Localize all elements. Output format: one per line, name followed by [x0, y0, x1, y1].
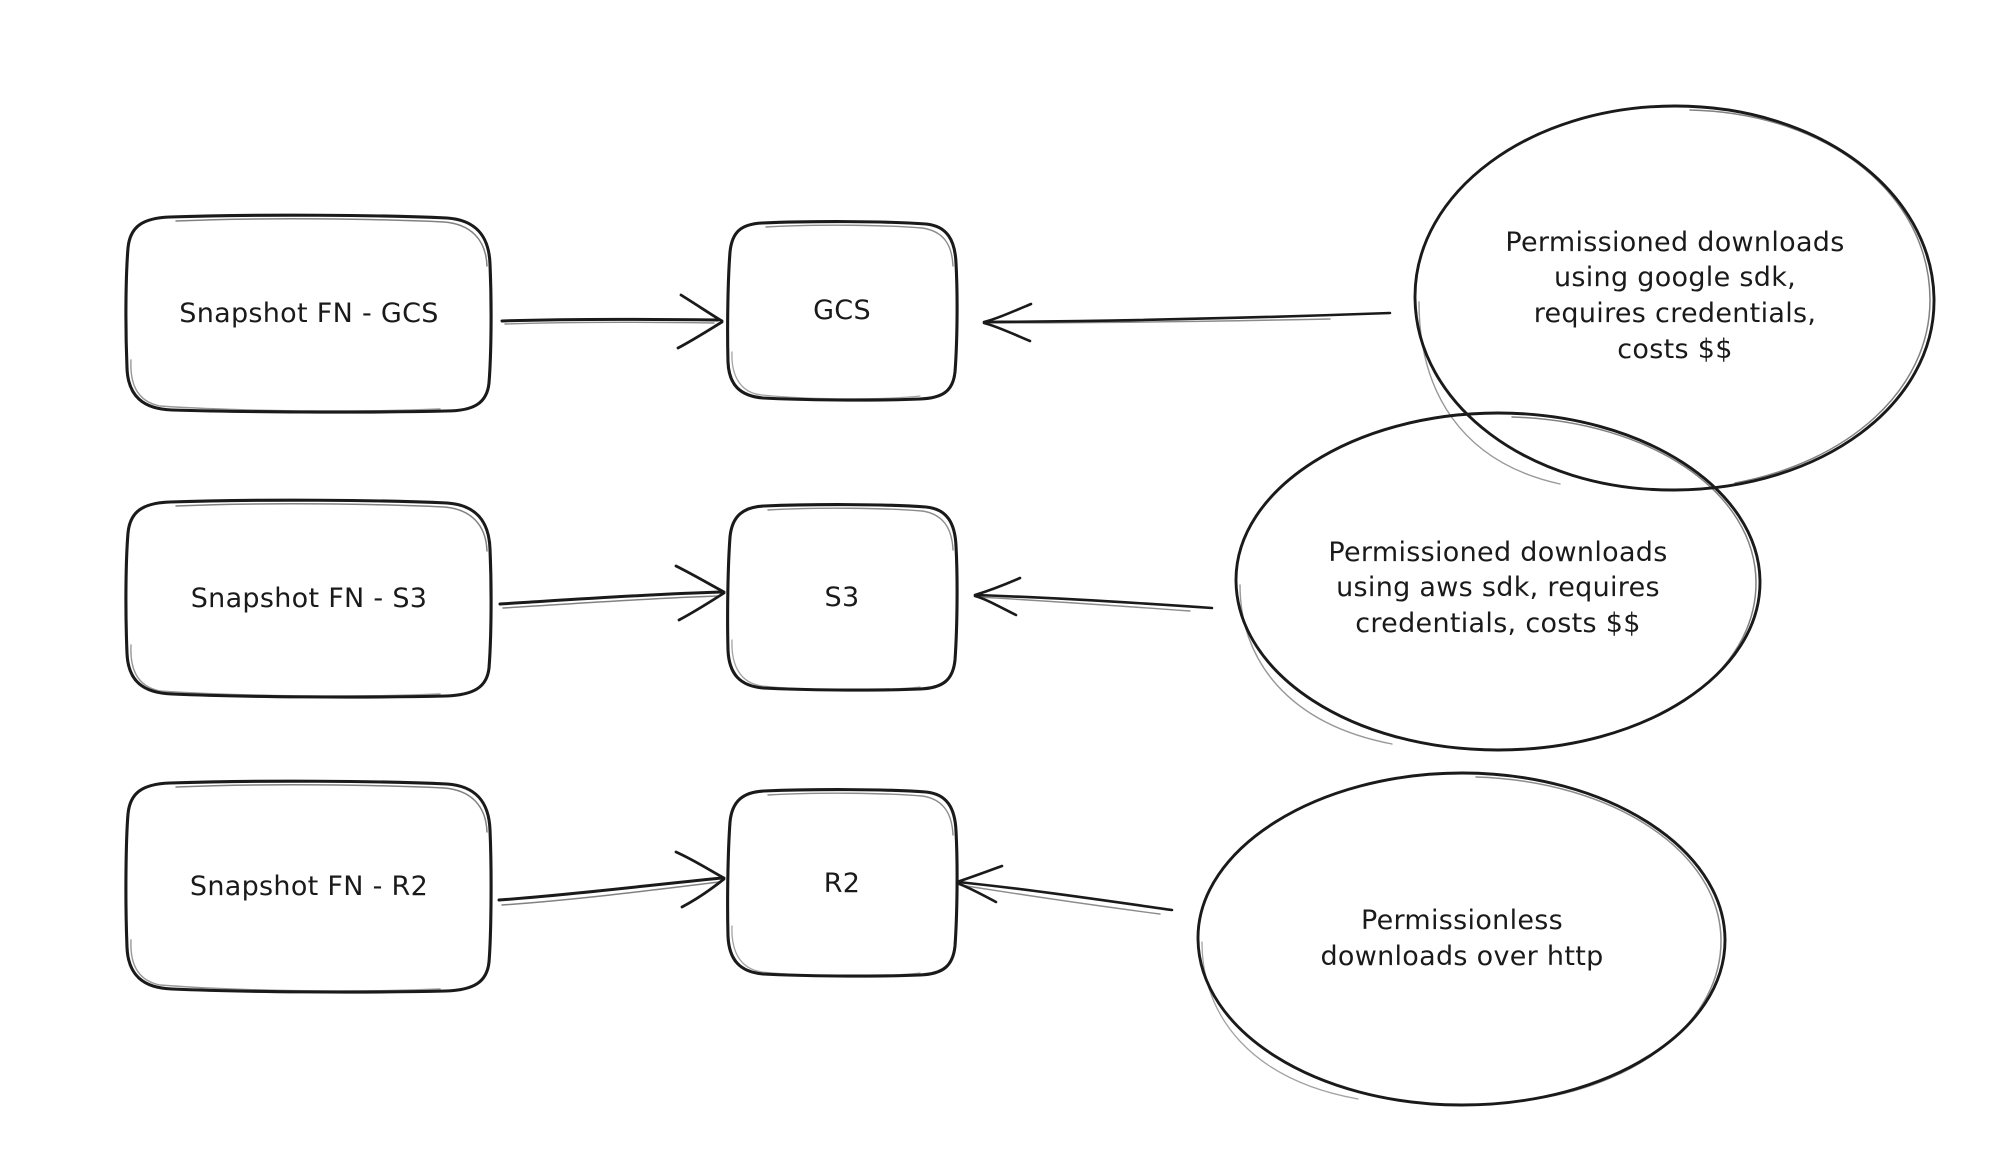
node-gcs[interactable]: [728, 222, 956, 399]
arrow-snapshot-r2-to-r2: [497, 850, 726, 909]
node-snapshot-fn-r2[interactable]: [127, 783, 491, 991]
shape-snapshot-fn-gcs: [124, 213, 493, 414]
node-snapshot-fn-gcs[interactable]: [127, 217, 491, 411]
shape-r2: [726, 788, 959, 978]
arrow-snapshot-gcs-to-gcs: [500, 293, 724, 350]
arrow-note-aws-to-s3: [973, 576, 1214, 617]
node-r2[interactable]: [728, 791, 956, 976]
note-aws[interactable]: [1236, 413, 1760, 750]
shape-note-google: [1413, 104, 1936, 492]
arrow-note-http-to-r2: [955, 864, 1174, 915]
note-http[interactable]: [1198, 773, 1725, 1105]
shape-snapshot-fn-r2: [124, 779, 493, 994]
shape-snapshot-fn-s3: [124, 498, 493, 699]
shape-note-aws: [1234, 411, 1762, 752]
shape-note-http: [1196, 771, 1727, 1107]
node-snapshot-fn-s3[interactable]: [127, 502, 491, 696]
node-s3[interactable]: [728, 505, 956, 690]
shape-gcs: [726, 220, 959, 402]
arrow-note-google-to-gcs: [982, 302, 1392, 343]
arrow-snapshot-s3-to-s3: [498, 564, 726, 622]
shape-s3: [726, 503, 959, 692]
